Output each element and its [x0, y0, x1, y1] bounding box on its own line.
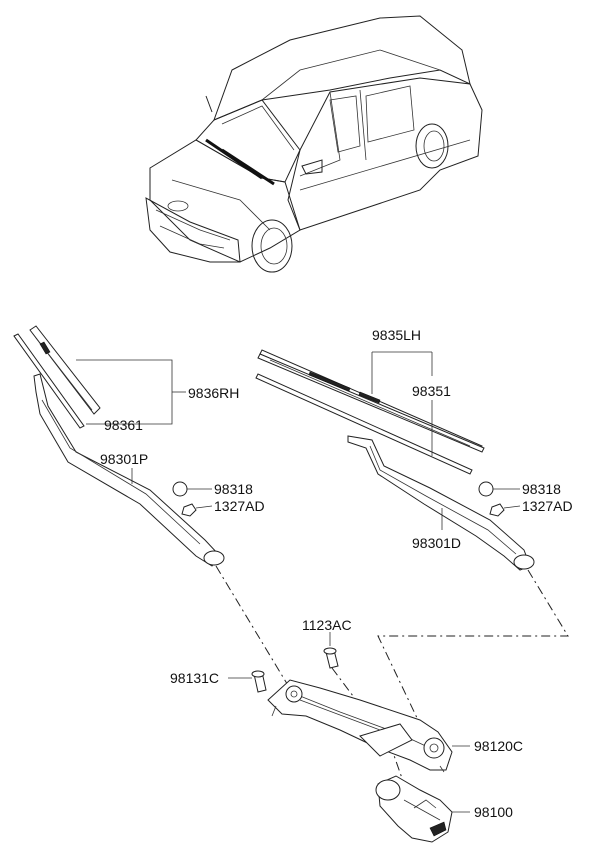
label-98301d: 98301D: [412, 535, 461, 551]
label-98351: 98351: [412, 383, 451, 399]
wiper-motor: [375, 775, 453, 843]
wiper-nut-left: [181, 503, 197, 517]
label-98318-right: 98318: [522, 481, 561, 497]
label-9836rh: 9836RH: [188, 385, 239, 401]
callout-9836rh: [76, 359, 173, 425]
label-98361: 98361: [104, 417, 143, 433]
wiper-linkage: [267, 679, 453, 773]
leader-1327ad-right: [503, 505, 521, 509]
label-1327ad-right: 1327AD: [522, 498, 573, 514]
label-1123ac: 1123AC: [302, 617, 352, 633]
wiper-arm-driver: [347, 435, 535, 571]
leader-1327ad-left: [195, 505, 213, 509]
assembly-line-left: [215, 565, 293, 693]
vehicle-illustration: [145, 15, 483, 273]
wiper-cap-right: [478, 481, 494, 497]
label-98131c: 98131C: [170, 670, 219, 686]
wiper-cap-left: [172, 481, 188, 497]
wiper-blade-passenger: [13, 325, 101, 429]
label-9835lh: 9835LH: [372, 327, 421, 343]
assembly-line-right: [377, 569, 569, 721]
wiper-arm-passenger: [33, 373, 225, 567]
label-98100: 98100: [474, 804, 513, 820]
label-98120c: 98120C: [474, 738, 523, 754]
screw-98131c: [251, 670, 267, 693]
wiper-blade-driver: [255, 349, 485, 475]
bolt-1123ac: [323, 647, 339, 669]
label-98301p: 98301P: [100, 451, 148, 467]
wiper-nut-right: [489, 503, 505, 517]
label-1327ad-left: 1327AD: [214, 498, 265, 514]
label-98318-left: 98318: [214, 481, 253, 497]
